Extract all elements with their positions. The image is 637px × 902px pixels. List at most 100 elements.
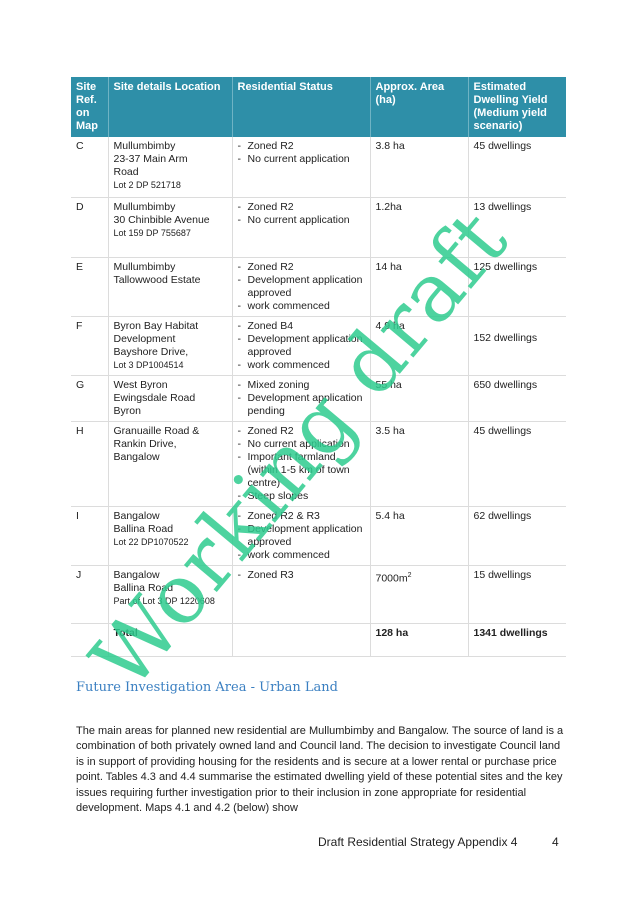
- location-line: Byron Bay Habitat: [113, 319, 199, 332]
- area-value: 3.5 ha: [375, 424, 405, 437]
- area-value: 3.8 ha: [375, 140, 405, 152]
- cell-site-ref: G: [71, 375, 108, 422]
- yield-value: 45 dwellings: [473, 140, 532, 152]
- yield-value: 13 dwellings: [473, 200, 532, 213]
- lot-reference: Lot 3 DP1004514: [113, 359, 184, 370]
- status-item: Zoned B4: [238, 320, 365, 333]
- status-item: work commenced: [238, 549, 365, 562]
- table-header-row: Site Ref. on Map Site details Location R…: [71, 77, 566, 137]
- location-line: Bangalow: [113, 509, 160, 522]
- site-ref: H: [76, 424, 84, 437]
- status-item: Zoned R2: [238, 261, 365, 274]
- cell-status: Zoned B4Development application approved…: [231, 316, 370, 376]
- location-line: Tallowwood Estate: [113, 273, 201, 286]
- empty-cell: [231, 623, 370, 657]
- lot-reference: Part of Lot 3 DP 1220608: [113, 595, 215, 606]
- location-line: Granuaille Road &: [113, 424, 200, 437]
- status-item: Mixed zoning: [238, 379, 365, 392]
- header-site-ref: Site Ref. on Map: [71, 77, 108, 137]
- location-line: 23-37 Main Arm: [113, 153, 188, 165]
- cell-area: 1.2ha: [369, 197, 468, 258]
- yield-value: 125 dwellings: [473, 260, 538, 273]
- cell-status: Zoned R2Development application approved…: [231, 257, 370, 317]
- cell-status: Zoned R2No current application: [231, 197, 370, 258]
- status-item: No current application: [238, 438, 365, 451]
- cell-area: 5.4 ha: [369, 506, 468, 566]
- lot-reference: Lot 159 DP 755687: [113, 227, 191, 238]
- area-value: 7000m: [375, 572, 408, 584]
- cell-area: 3.5 ha: [369, 421, 468, 507]
- cell-site-ref: E: [71, 257, 108, 317]
- cell-yield: 45 dwellings: [467, 421, 566, 507]
- footer-title: Draft Residential Strategy Appendix 4: [318, 835, 518, 849]
- cell-area: 4.9 ha: [369, 316, 468, 376]
- cell-status: Zoned R2No current applicationImportant …: [231, 421, 370, 507]
- cell-site-ref: D: [71, 197, 108, 258]
- status-item: Zoned R2: [238, 201, 365, 214]
- lot-reference: Lot 2 DP 521718: [113, 180, 181, 190]
- location-line: Mullumbimby: [113, 260, 176, 273]
- total-yield: 1341 dwellings: [467, 623, 566, 657]
- cell-area: 14 ha: [369, 257, 468, 317]
- header-residential-status: Residential Status: [231, 77, 370, 137]
- cell-area: 3.8 ha: [369, 137, 468, 198]
- status-item: No current application: [238, 214, 365, 227]
- header-approx-area: Approx. Area (ha): [369, 77, 468, 137]
- cell-location: Granuaille Road &Rankin Drive,Bangalow: [107, 421, 232, 507]
- location-line: Mullumbimby: [113, 140, 176, 152]
- site-ref: J: [76, 568, 82, 581]
- cell-yield: 45 dwellings: [467, 137, 566, 198]
- cell-yield: 152 dwellings: [467, 316, 566, 376]
- status-item: Zoned R2 & R3: [238, 510, 365, 523]
- body-paragraph: The main areas for planned new residenti…: [76, 725, 564, 815]
- table-row: H Granuaille Road &Rankin Drive,BangalowZ…: [71, 421, 566, 507]
- area-value: 4.9 ha: [375, 319, 405, 332]
- location-line: 30 Chinbible Avenue: [113, 213, 210, 226]
- area-value: 1.2ha: [375, 200, 402, 213]
- cell-status: Zoned R3: [231, 565, 370, 624]
- location-line: Byron: [113, 404, 141, 417]
- yield-value: 62 dwellings: [473, 509, 532, 522]
- cell-yield: 125 dwellings: [467, 257, 566, 317]
- lot-reference: Lot 22 DP1070522: [113, 536, 189, 547]
- status-item: Zoned R2: [238, 140, 365, 153]
- area-value: 55 ha: [375, 378, 402, 391]
- cell-yield: 650 dwellings: [467, 375, 566, 422]
- location-line: Ballina Road: [113, 581, 174, 594]
- empty-cell: [71, 623, 108, 657]
- cell-status: Zoned R2 & R3Development application app…: [231, 506, 370, 566]
- page-number: 4: [552, 835, 559, 849]
- yield-value: 15 dwellings: [473, 568, 532, 581]
- location-line: Mullumbimby: [113, 200, 176, 213]
- yield-value: 152 dwellings: [473, 331, 538, 344]
- site-ref: C: [76, 140, 84, 152]
- yield-value: 650 dwellings: [473, 378, 538, 391]
- header-site-details: Site details Location: [107, 77, 232, 137]
- site-ref: D: [76, 200, 84, 213]
- status-item: work commenced: [238, 300, 365, 313]
- status-item: Development application pending: [238, 392, 365, 418]
- cell-yield: 13 dwellings: [467, 197, 566, 258]
- location-line: Ewingsdale Road: [113, 391, 196, 404]
- status-item: Development application approved: [238, 333, 365, 359]
- status-item: No current application: [238, 153, 365, 166]
- cell-area: 7000m2: [369, 565, 468, 624]
- status-item: Development application approved: [238, 274, 365, 300]
- area-superscript: 2: [407, 571, 412, 579]
- cell-site-ref: F: [71, 316, 108, 376]
- status-item: Development application approved: [238, 523, 365, 549]
- section-heading: Future Investigation Area - Urban Land: [76, 680, 338, 695]
- site-ref: G: [76, 378, 85, 391]
- site-table: Site Ref. on Map Site details Location R…: [71, 77, 566, 657]
